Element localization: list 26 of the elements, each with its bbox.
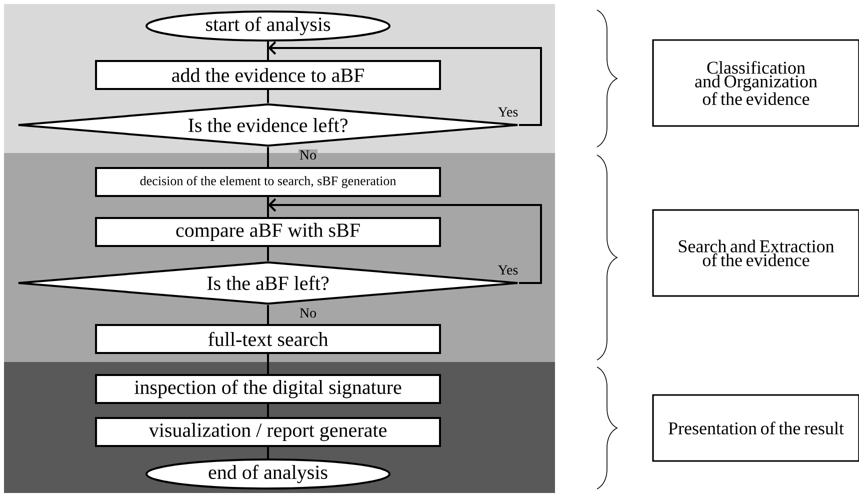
process-box: compare aBF with sBF <box>95 217 441 247</box>
process-box: full-text search <box>95 324 441 354</box>
edge-label: Yes <box>498 107 518 117</box>
process-box: decision of the element to search, sBF generation <box>95 167 441 197</box>
connector <box>267 197 269 217</box>
connector <box>268 41 542 126</box>
connector <box>267 447 269 458</box>
connector <box>267 305 269 324</box>
edge-label: No <box>300 150 316 160</box>
connector <box>268 198 542 284</box>
connector <box>267 354 269 374</box>
terminal-oval: start of analysis <box>146 10 390 42</box>
process-box: add the evidence to aBF <box>95 60 441 90</box>
phase-box: Presentation of the result <box>652 394 859 462</box>
process-box: inspection of the digital signature <box>95 374 441 404</box>
edge-label: No <box>300 308 316 318</box>
terminal-oval: end of analysis <box>146 458 390 490</box>
edge-label: Yes <box>498 265 518 275</box>
connector <box>267 404 269 417</box>
phase-box: Classification and Organization of the evidence <box>652 39 859 127</box>
connector <box>267 147 269 167</box>
connector <box>267 90 269 103</box>
process-box: visualization / report generate <box>95 417 441 447</box>
connector <box>267 247 269 261</box>
connector <box>267 42 269 60</box>
phase-box: Search and Extraction of the evidence <box>652 209 859 297</box>
